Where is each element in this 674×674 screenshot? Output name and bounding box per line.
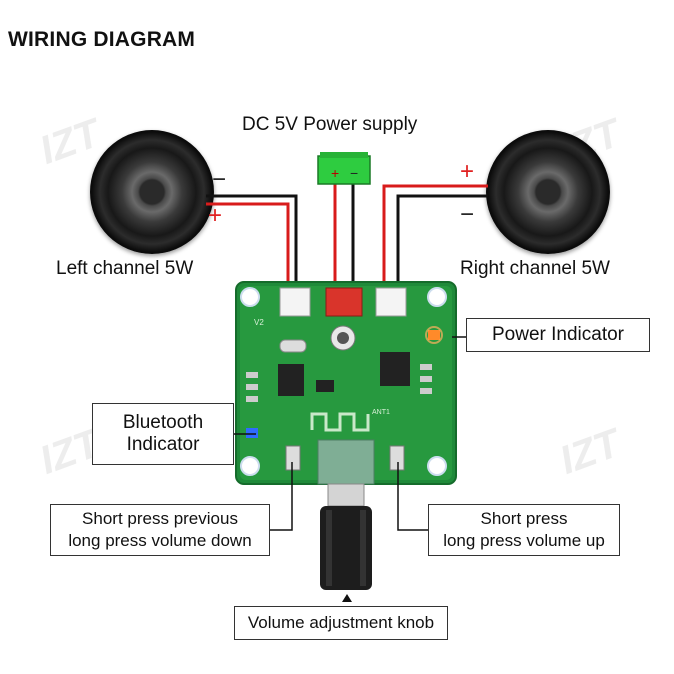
left-channel-label: Left channel 5W bbox=[56, 258, 194, 279]
svg-text:+: + bbox=[331, 165, 339, 181]
next-line-1: Short press bbox=[480, 509, 568, 528]
prev-line-2: long press volume down bbox=[68, 531, 252, 550]
pcb-board bbox=[235, 281, 457, 485]
right-black-wire bbox=[396, 194, 488, 286]
next-line-2: long press volume up bbox=[443, 531, 605, 550]
power-connector-icon: + − bbox=[317, 152, 371, 185]
bt-line-1: Bluetooth bbox=[122, 412, 204, 433]
right-red-wire bbox=[382, 184, 488, 286]
left-black-wire bbox=[206, 194, 298, 286]
left-plus-sign: + bbox=[208, 202, 223, 229]
power-indicator-callout: Power Indicator bbox=[466, 318, 650, 352]
next-button-line bbox=[397, 462, 428, 531]
left-red-wire bbox=[206, 202, 290, 286]
right-minus-sign: − bbox=[460, 201, 475, 228]
knob-pointer-arrow bbox=[342, 594, 352, 602]
previous-button-callout: Short press previous long press volume d… bbox=[50, 504, 270, 556]
antenna-mark: ANT1 bbox=[372, 409, 390, 416]
power-supply-label: DC 5V Power supply bbox=[242, 114, 418, 135]
left-minus-sign: − bbox=[212, 166, 227, 193]
prev-button-line bbox=[270, 462, 293, 531]
svg-text:−: − bbox=[350, 165, 358, 181]
next-button-callout: Short press long press volume up bbox=[428, 504, 620, 556]
right-plus-sign: + bbox=[460, 158, 475, 185]
right-channel-label: Right channel 5W bbox=[460, 258, 610, 279]
volume-knob-icon bbox=[320, 483, 372, 590]
diagram-title: WIRING DIAGRAM bbox=[8, 28, 196, 51]
bluetooth-indicator-callout: Bluetooth Indicator bbox=[92, 403, 234, 465]
left-speaker-icon bbox=[90, 130, 214, 254]
bt-line-2: Indicator bbox=[126, 434, 200, 455]
right-speaker-icon bbox=[486, 130, 610, 254]
board-version-mark: V2 bbox=[254, 318, 264, 327]
volume-knob-callout: Volume adjustment knob bbox=[234, 606, 448, 640]
prev-line-1: Short press previous bbox=[82, 509, 238, 528]
